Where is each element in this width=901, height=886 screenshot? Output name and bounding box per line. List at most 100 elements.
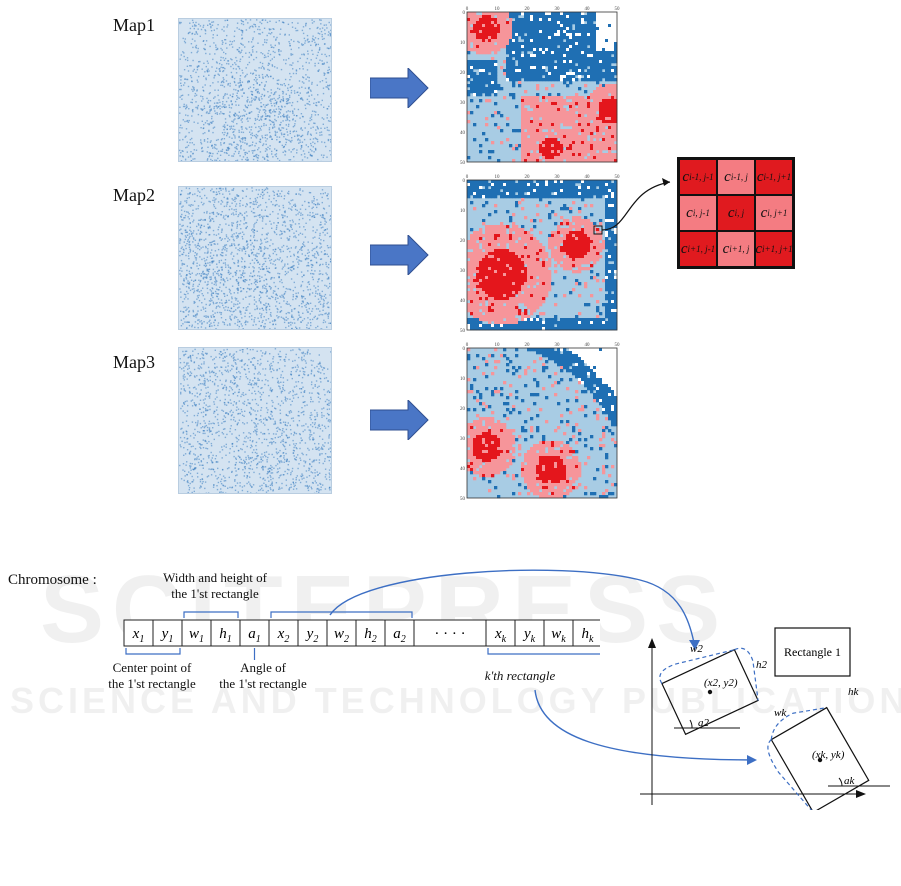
gene-cell [572, 619, 600, 647]
heatmap-tick-left: 30 [460, 269, 466, 274]
zoom-connector [593, 178, 671, 235]
zoom-box [593, 225, 603, 235]
heatmap-tick-top: 40 [585, 175, 591, 180]
heatmap-tick-top: 0 [466, 343, 469, 348]
heatmap-tick-left: 40 [460, 131, 466, 136]
heatmap-tick-top: 10 [495, 343, 501, 348]
gene-label: y2 [305, 626, 319, 645]
heatmap-tick-top: 30 [555, 343, 561, 348]
rectangle-1 [774, 627, 851, 677]
label-w2: w2 [690, 643, 703, 655]
heatmap-tick-left: 50 [460, 329, 466, 332]
heatmap-tick-top: 20 [525, 175, 531, 180]
gene-cell [413, 619, 487, 647]
map1-scatter [178, 18, 332, 162]
heatmap-tick-top: 40 [585, 7, 591, 12]
gene-label: xk [494, 626, 507, 645]
heatmap-tick-left: 0 [463, 347, 466, 352]
label-ak: ak [844, 775, 856, 787]
rectangle-2 [661, 648, 759, 736]
gene-label: wk [551, 626, 566, 645]
heatmap-tick-left: 0 [463, 179, 466, 184]
chromosome-title: Chromosome : [8, 572, 97, 588]
gene-cell [123, 619, 154, 647]
heatmap-tick-left: 40 [460, 467, 466, 472]
label-kth-rectangle: k'th rectangle [484, 668, 556, 683]
heatmap-tick-left: 20 [460, 407, 466, 412]
gene-cell [210, 619, 241, 647]
gene-label: x2 [277, 626, 290, 645]
gene-label: hk [582, 626, 595, 645]
gene-label: h2 [364, 626, 377, 645]
label-wk: wk [774, 707, 787, 719]
heatmap-tick-top: 20 [525, 7, 531, 12]
gene-cell [543, 619, 574, 647]
heatmap-tick-top: 30 [555, 175, 561, 180]
gene-label: w2 [334, 626, 349, 645]
gene-cell [181, 619, 212, 647]
gene-cell [297, 619, 328, 647]
heatmap-tick-left: 0 [463, 11, 466, 16]
gene-label: a2 [393, 626, 406, 645]
heatmap-tick-left: 20 [460, 239, 466, 244]
heatmap-tick-left: 10 [460, 209, 466, 214]
heatmap-tick-top: 40 [585, 343, 591, 348]
gene-bracket [125, 648, 181, 655]
label-width-height: Width and height of the 1'st rectangle [163, 570, 267, 601]
gene-bracket [487, 648, 600, 655]
heatmap-tick-left: 10 [460, 377, 466, 382]
heatmap-tick-left: 30 [460, 101, 466, 106]
label-hk: hk [848, 686, 860, 698]
curved-arrows [329, 569, 757, 765]
gene-cell [384, 619, 415, 647]
gene-label: y1 [160, 626, 174, 645]
arrow-right-icon [370, 68, 429, 108]
heatmap-tick-top: 30 [555, 7, 561, 12]
gene-cell [152, 619, 183, 647]
heatmap-tick-top: 0 [466, 175, 469, 180]
heatmap-tick-top: 10 [495, 7, 501, 12]
gene-cell [485, 619, 516, 647]
label-angle: Angle of the 1'st rectangle [219, 660, 307, 691]
heatmap-tick-top: 0 [466, 7, 469, 12]
rectangle-geometry-diagram: Rectangle 1 w2 h2 (x2, y2) a2 wk hk (xk,… [640, 627, 890, 810]
rectangle-k [770, 706, 870, 810]
rectangle-1-label: Rectangle 1 [784, 645, 841, 659]
heatmap-tick-top: 20 [525, 343, 531, 348]
gene-cell [239, 619, 270, 647]
heatmap-tick-left: 20 [460, 71, 466, 76]
label-x2y2: (x2, y2) [704, 677, 738, 689]
gene-label: yk [522, 626, 536, 645]
heatmap-tick-left: 40 [460, 299, 466, 304]
map2-label: Map2 [113, 185, 155, 205]
gene-bracket [183, 611, 239, 618]
map1-heatmap: 0 10 20 30 40 50 0 10 20 30 40 50 [460, 7, 621, 164]
map3-label: Map3 [113, 352, 155, 372]
gene-label: x1 [132, 626, 145, 645]
label-a2: a2 [698, 717, 710, 729]
label-h2: h2 [756, 659, 768, 671]
gene-label: h1 [219, 626, 232, 645]
map1-label: Map1 [113, 15, 155, 35]
heatmap-tick-top: 50 [615, 7, 621, 12]
arrow-right-icon [370, 235, 429, 275]
gene-bracket [270, 611, 413, 618]
heatmap-tick-left: 10 [460, 41, 466, 46]
heatmap-tick-top: 10 [495, 175, 501, 180]
heatmap-tick-left: 50 [460, 161, 466, 164]
gene-cell [268, 619, 299, 647]
label-xkyk: (xk, yk) [812, 749, 845, 761]
watermark-line2: SCIENCE AND TECHNOLOGY PUBLICATIONS [10, 680, 901, 721]
heatmap-tick-left: 30 [460, 437, 466, 442]
heatmap-tick-left: 50 [460, 497, 466, 500]
